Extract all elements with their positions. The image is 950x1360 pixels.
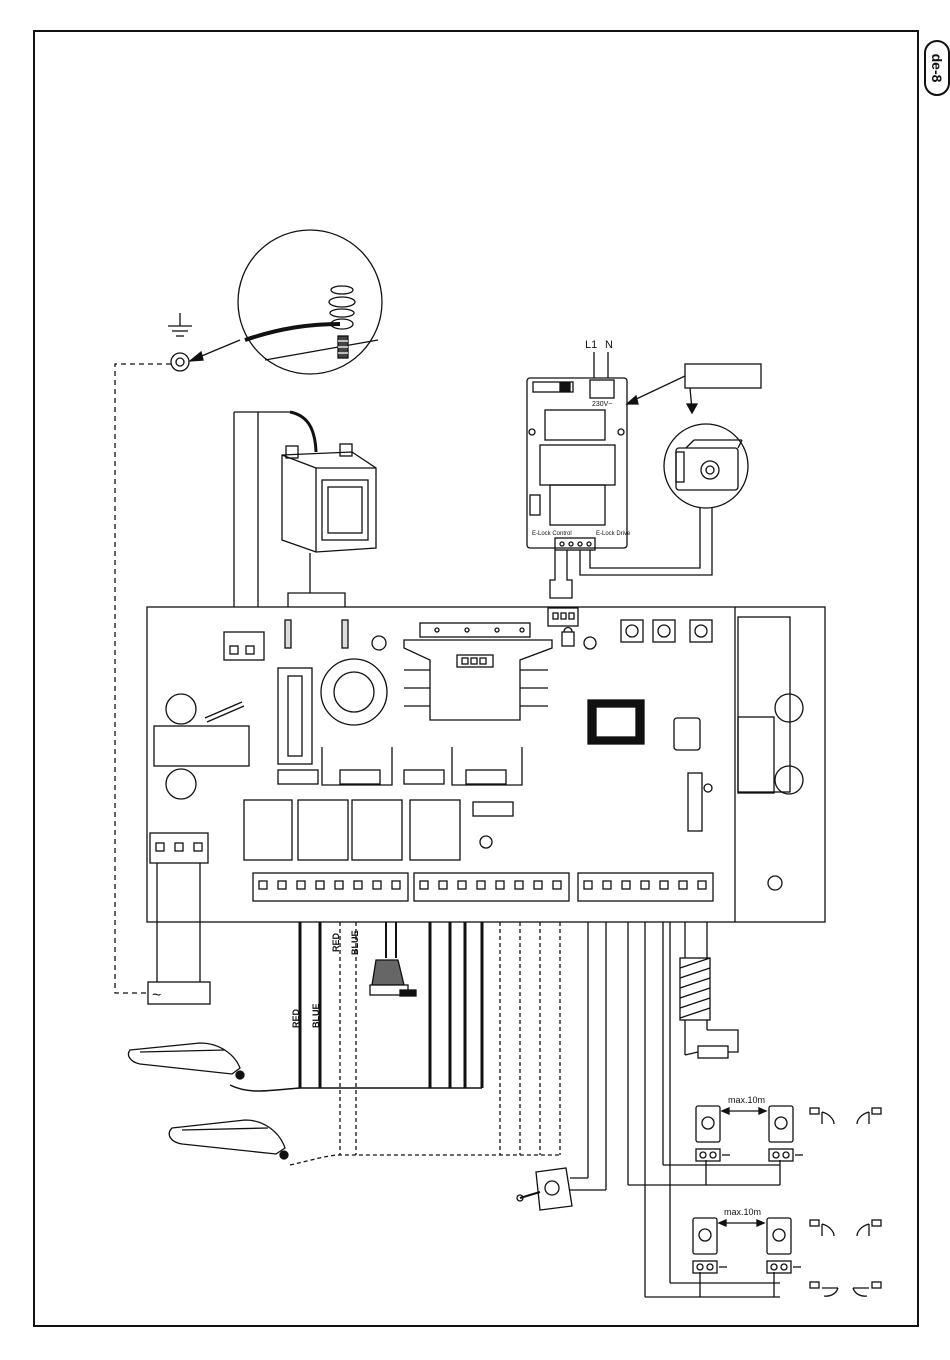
arrow-to-module [630, 376, 685, 402]
photocell-distance-label-1: max.10m [728, 1095, 765, 1105]
lock-note-box [685, 364, 761, 388]
ground-detail-zoom [238, 230, 382, 374]
mains-n-label: N [605, 339, 613, 351]
photocell-icon [693, 1106, 881, 1296]
wire-blue-label-2: BLUE [350, 931, 360, 956]
control-board [147, 607, 825, 922]
motor-arm-icon [128, 1043, 244, 1079]
motor-arm-icon [169, 1120, 288, 1159]
lock-drive-label: E-Lock Drive [596, 531, 631, 537]
wire-red-label-1: RED [291, 1008, 301, 1028]
lock-voltage-label: 230V~ [592, 401, 612, 408]
antenna [680, 922, 738, 1058]
motor-cables [230, 922, 560, 1165]
mains-l1-label: L1 [585, 339, 597, 351]
ground-icon [168, 313, 192, 371]
lock-control-label: E-Lock Control [532, 531, 572, 537]
flashing-light-icon [370, 922, 416, 996]
wire-blue-label-1: BLUE [311, 1004, 321, 1029]
wire-red-label-2: RED [331, 932, 341, 952]
photocell-distance-label-2: max.10m [724, 1207, 761, 1217]
key-switch-icon [517, 922, 606, 1210]
ac-symbol-label: ~ [152, 987, 161, 1004]
electric-lock-icon [664, 424, 748, 508]
transformer [234, 412, 376, 620]
